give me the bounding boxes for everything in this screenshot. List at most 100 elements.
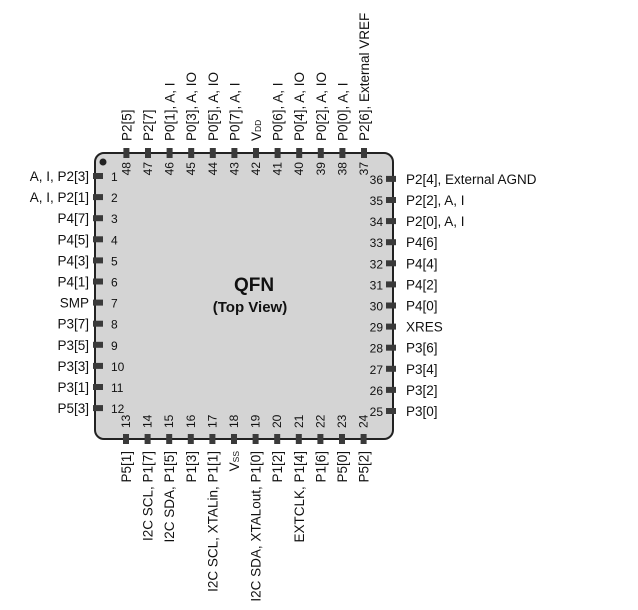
pin-label-22: P1[6] (313, 451, 328, 483)
pin-number-6: 6 (111, 276, 118, 290)
pin-number-48: 48 (119, 162, 133, 176)
pin-label-3: P4[7] (57, 211, 89, 226)
pin-pad-15 (166, 434, 173, 444)
pin-pad-18 (231, 434, 237, 444)
pins-layer: 1A, I, P2[3]2A, I, P2[1]3P4[7]4P4[5]5P4[… (30, 13, 537, 602)
package-subtitle: (Top View) (213, 299, 287, 316)
pin-pad-28 (386, 344, 396, 351)
pin-pad-14 (144, 434, 151, 444)
pin-number-46: 46 (163, 162, 177, 176)
pin-number-24: 24 (357, 414, 371, 428)
pin-label-35: P2[2], A, I (406, 193, 465, 208)
pin-label-34: P2[0], A, I (406, 214, 465, 229)
pin-number-20: 20 (270, 414, 284, 428)
pin-label-1: A, I, P2[3] (30, 169, 89, 184)
pin-number-18: 18 (227, 414, 241, 428)
pin-pad-34 (386, 218, 396, 225)
pin-pad-41 (274, 148, 281, 158)
pin-number-15: 15 (162, 414, 176, 428)
pin-number-42: 42 (249, 162, 263, 176)
pin-number-22: 22 (313, 414, 327, 428)
pin-number-40: 40 (292, 162, 306, 176)
pin-pad-1 (93, 173, 103, 179)
pin-label-41: P0[6], A, I (271, 82, 286, 141)
pin-pad-5 (93, 257, 103, 264)
pin-label-44: P0[5], A, IO (206, 72, 221, 141)
pin-label-26: P3[2] (406, 383, 438, 398)
pin-number-26: 26 (370, 384, 384, 398)
pin-label-37: P2[6], External VREF (357, 13, 372, 141)
pin-pad-42 (253, 148, 259, 158)
pin-number-19: 19 (249, 414, 263, 428)
pin-label-23: P5[0] (335, 451, 350, 483)
pin-pad-33 (386, 239, 396, 246)
pin-pad-38 (339, 148, 346, 158)
pin-label-6: P4[1] (57, 275, 89, 290)
pin-number-10: 10 (111, 360, 125, 374)
pin-label-47: P2[7] (141, 109, 156, 141)
pin-pad-7 (93, 299, 103, 306)
pin-pad-9 (93, 341, 103, 348)
pin-pad-35 (386, 197, 396, 203)
pin-number-36: 36 (370, 173, 384, 187)
pin-pad-36 (386, 175, 396, 182)
pin-label-10: P3[3] (57, 359, 89, 374)
pin-number-43: 43 (227, 162, 241, 176)
pin-label-46: P0[1], A, I (163, 82, 178, 141)
pin-number-39: 39 (314, 162, 328, 176)
pin-label-24: P5[2] (357, 451, 372, 483)
pin-number-47: 47 (141, 162, 155, 176)
pin-label-29: XRES (406, 320, 443, 335)
pin-number-2: 2 (111, 191, 118, 205)
pin-label-5: P4[3] (57, 253, 89, 268)
pin-label-17: I2C SCL, XTALin, P1[1] (205, 451, 220, 592)
pin-label-38: P0[0], A, I (335, 82, 350, 141)
pin-pad-43 (231, 148, 238, 158)
pin-number-41: 41 (271, 162, 285, 176)
pin-label-14: I2C SCL, P1[7] (141, 451, 156, 541)
pin1-marker (99, 158, 107, 166)
pin-number-8: 8 (111, 318, 118, 332)
pin-number-5: 5 (111, 254, 118, 268)
pin-pad-13 (123, 434, 129, 444)
pin-number-33: 33 (370, 236, 384, 250)
pin-pad-32 (386, 260, 396, 267)
pin-pad-21 (295, 434, 302, 444)
pin-pad-11 (93, 384, 103, 390)
pin-label-7: SMP (60, 296, 89, 311)
pin-number-4: 4 (111, 233, 118, 247)
pin-label-33: P4[6] (406, 235, 438, 250)
pin-pad-31 (386, 281, 396, 288)
pin-number-34: 34 (370, 215, 384, 229)
pin-pad-17 (209, 434, 216, 444)
pin-label-48: P2[5] (119, 109, 134, 141)
pin-label-15: I2C SDA, P1[5] (162, 451, 177, 543)
pin-number-7: 7 (111, 297, 118, 311)
pin-label-13: P5[1] (119, 451, 134, 483)
pin-pad-29 (386, 323, 396, 330)
pin-number-37: 37 (357, 162, 371, 176)
pin-pad-16 (187, 434, 194, 444)
pin-pad-24 (360, 434, 367, 444)
pin-pad-6 (93, 278, 103, 285)
pin-pad-30 (386, 302, 396, 309)
pin-pad-12 (93, 405, 103, 412)
pin-number-28: 28 (370, 342, 384, 356)
pin-number-35: 35 (370, 194, 384, 208)
pin-pad-47 (145, 148, 151, 158)
pin-label-11: P3[1] (57, 380, 89, 395)
pin-label-9: P3[5] (57, 338, 89, 353)
pin-number-38: 38 (335, 162, 349, 176)
pin-pad-23 (339, 434, 345, 444)
pin-pad-19 (252, 434, 259, 444)
pin-number-14: 14 (141, 414, 155, 428)
pin-label-30: P4[0] (406, 299, 438, 314)
pin-pad-45 (188, 148, 195, 158)
pin-pad-2 (93, 194, 103, 201)
pin-pad-46 (166, 148, 173, 158)
pin-pad-37 (361, 148, 367, 158)
pin-number-3: 3 (111, 212, 118, 226)
pin-label-8: P3[7] (57, 317, 89, 332)
pin-label-2: A, I, P2[1] (30, 190, 89, 205)
